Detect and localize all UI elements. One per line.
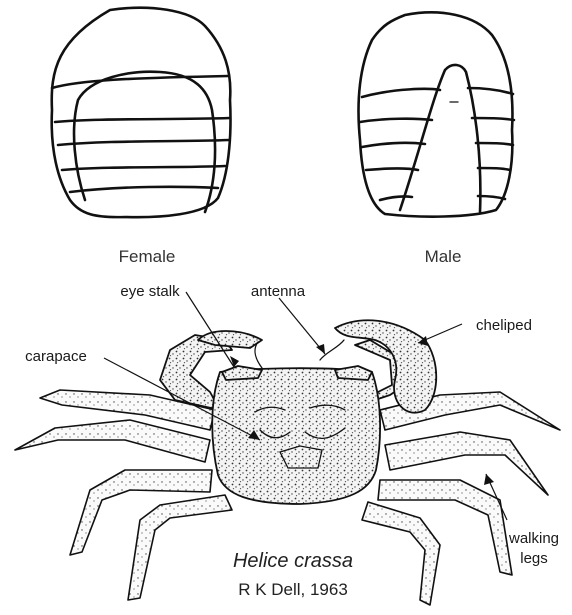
- label-cheliped: cheliped: [476, 317, 532, 334]
- male-label: Male: [425, 247, 462, 266]
- species-name: Helice crassa: [233, 550, 353, 572]
- antenna-leader: [279, 298, 325, 354]
- male-abdomen-drawing: [359, 12, 515, 216]
- label-walking-legs-line1: walking: [508, 530, 559, 547]
- female-abdomen-drawing: [52, 8, 231, 217]
- label-antenna: antenna: [251, 283, 306, 300]
- label-walking-legs-line2: legs: [520, 550, 548, 567]
- female-label: Female: [119, 247, 176, 266]
- walking-legs-arrowhead: [484, 474, 494, 485]
- author-credit: R K Dell, 1963: [238, 580, 348, 599]
- label-carapace: carapace: [25, 348, 87, 365]
- label-eye-stalk: eye stalk: [120, 283, 180, 300]
